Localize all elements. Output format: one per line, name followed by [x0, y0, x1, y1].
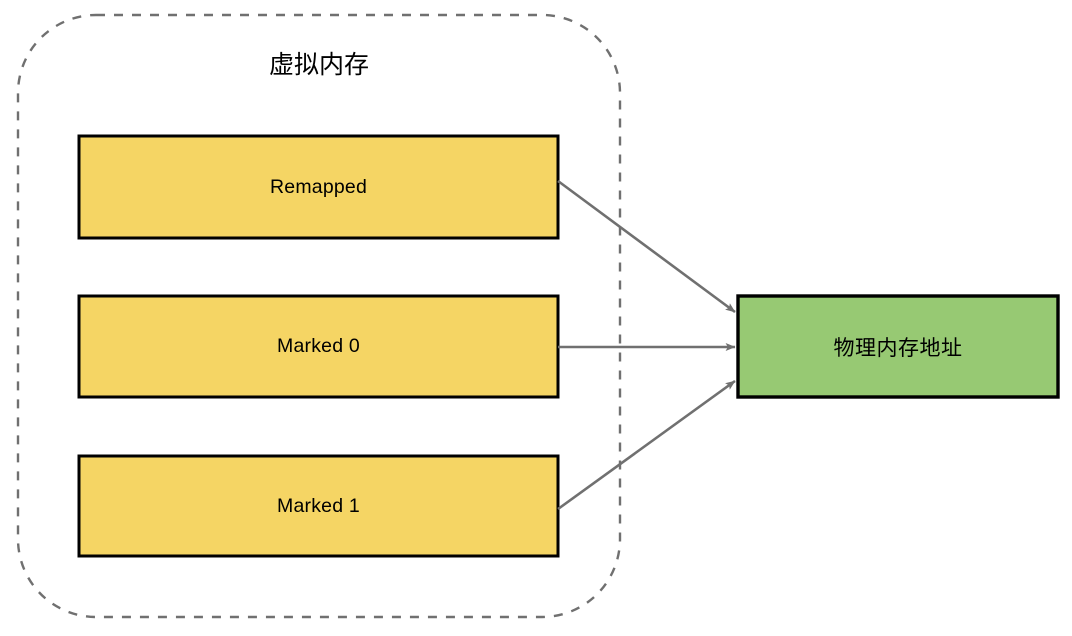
virtual-block-marked-0[interactable] — [77, 294, 560, 399]
physical-memory-block[interactable] — [736, 294, 1060, 399]
virtual-block-remapped[interactable] — [77, 134, 560, 240]
virtual-block-marked-1[interactable] — [77, 454, 560, 558]
arrow-remapped-to-physical — [557, 179, 736, 314]
virtual-memory-group-title: 虚拟内存 — [268, 51, 369, 79]
virtual-memory-group-border — [16, 13, 622, 619]
arrow-marked-1-to-physical — [557, 379, 736, 511]
